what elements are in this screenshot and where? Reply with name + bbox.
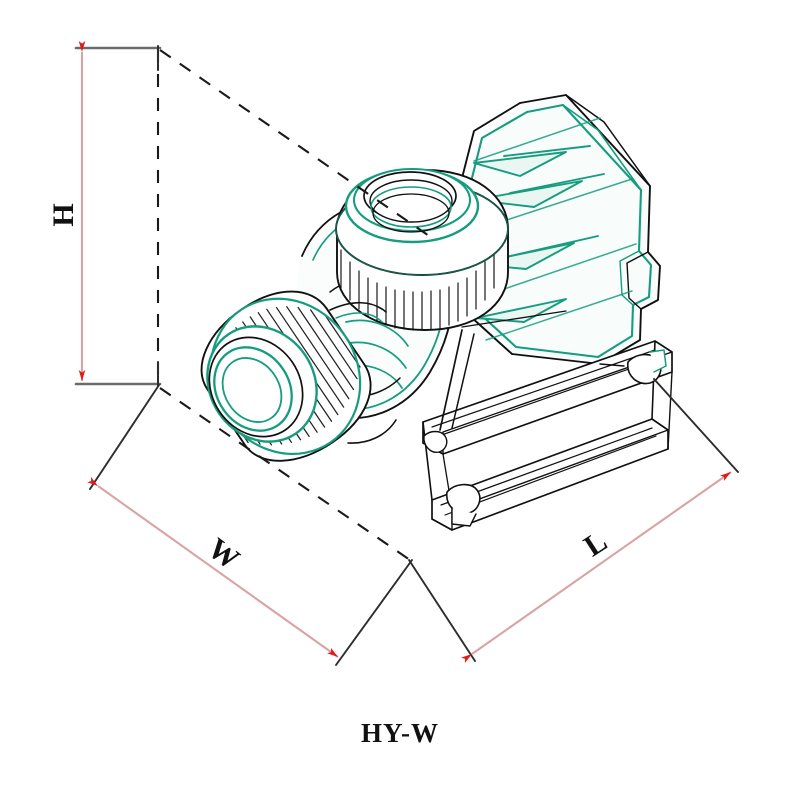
ext-w-right bbox=[335, 559, 413, 666]
model-label: HY-W bbox=[360, 718, 439, 748]
ext-l-left bbox=[408, 559, 476, 662]
mounting-base bbox=[422, 329, 673, 531]
base-foot bbox=[423, 430, 448, 453]
dimension-line-length bbox=[461, 471, 732, 664]
base-foot bbox=[627, 349, 667, 385]
ext-l-right bbox=[653, 378, 739, 473]
pump-illustration bbox=[200, 94, 673, 531]
dimension-lines bbox=[78, 41, 732, 664]
ext-w-left bbox=[89, 384, 160, 490]
outlet-port bbox=[335, 167, 509, 331]
dimension-label-l: L bbox=[578, 525, 613, 564]
hidden-line-top-diagonal bbox=[159, 49, 433, 239]
hidden-construction-lines bbox=[156, 49, 433, 561]
dimension-label-h: H bbox=[47, 203, 80, 226]
hidden-line-lower-diagonal bbox=[159, 387, 411, 561]
inlet-port bbox=[200, 290, 397, 462]
dimension-label-w: W bbox=[202, 532, 246, 576]
motor-housing bbox=[452, 94, 661, 365]
dimension-line-width bbox=[87, 476, 339, 658]
